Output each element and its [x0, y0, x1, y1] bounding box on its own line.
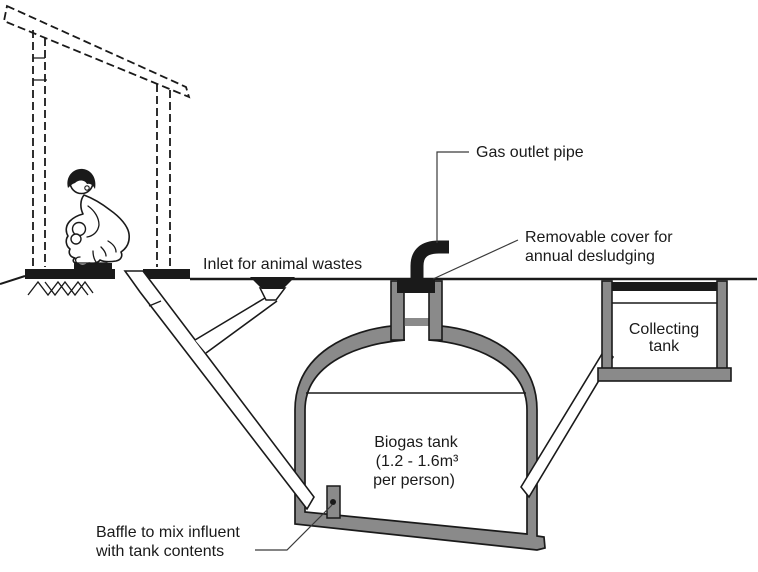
collecting-tank-wall-left: [601, 280, 613, 370]
collecting-tank-floor: [597, 367, 732, 382]
footrest-step: [74, 263, 112, 271]
shelter-roof: [2, 4, 191, 99]
funnel-pipe-walls: [194, 297, 278, 354]
biogas-tank: [294, 280, 546, 551]
animal-waste-funnel: [250, 277, 295, 301]
label-collecting-tank-line1: Collecting: [629, 321, 699, 338]
collecting-tank: [597, 280, 732, 382]
tank-neck-wall-right: [428, 280, 443, 341]
label-biogas-tank-line2: (1.2 - 1.6m³: [376, 453, 459, 470]
label-baffle-line2: with tank contents: [95, 543, 224, 560]
leader-line-removable-cover: [432, 239, 519, 280]
label-gas-outlet: Gas outlet pipe: [476, 144, 584, 161]
biogas-tank-outer-outline: [294, 325, 546, 551]
person-hair: [67, 168, 96, 189]
inlet-chute: [123, 270, 315, 511]
person-arm: [86, 205, 100, 238]
biogas-tank-inner-outline: [304, 339, 528, 535]
latrine-shelter: [2, 4, 191, 267]
label-biogas-tank-line1: Biogas tank: [374, 434, 459, 451]
chute-joint-mark: [148, 300, 162, 307]
label-collecting-tank-line2: tank: [649, 338, 680, 355]
person-feet: [74, 250, 108, 264]
latrine-chute-pipe: [123, 270, 315, 511]
squatting-person: [65, 168, 130, 267]
collecting-tank-cover: [612, 282, 717, 291]
label-removable-cover-line1: Removable cover for: [525, 229, 673, 246]
latrine-slab-left: [25, 269, 115, 279]
gas-outlet-pipe: [410, 240, 449, 283]
label-baffle-line1: Baffle to mix influent: [96, 524, 240, 541]
ground-slope-left: [0, 275, 26, 285]
leader-line-baffle: [255, 504, 333, 551]
leader-line-gas-outlet: [436, 151, 469, 243]
person-ear: [84, 185, 90, 191]
label-biogas-tank-line3: per person): [373, 472, 455, 489]
shelter-post-joints: [33, 57, 47, 81]
funnel-pipe-fill: [195, 298, 277, 353]
baffle: [326, 485, 341, 519]
label-removable-cover-line2: annual desludging: [525, 248, 655, 265]
soil-hatching: [27, 280, 94, 297]
latrine-slab-right: [143, 269, 190, 279]
person-knee: [70, 233, 82, 245]
label-inlet: Inlet for animal wastes: [203, 256, 362, 273]
outlet-pipe: [520, 347, 615, 499]
person-shorts-lines: [100, 240, 117, 257]
removable-cover: [397, 280, 435, 293]
baffle-dot: [330, 499, 336, 505]
funnel-rim: [250, 277, 295, 289]
collecting-tank-wall-right: [716, 280, 728, 370]
